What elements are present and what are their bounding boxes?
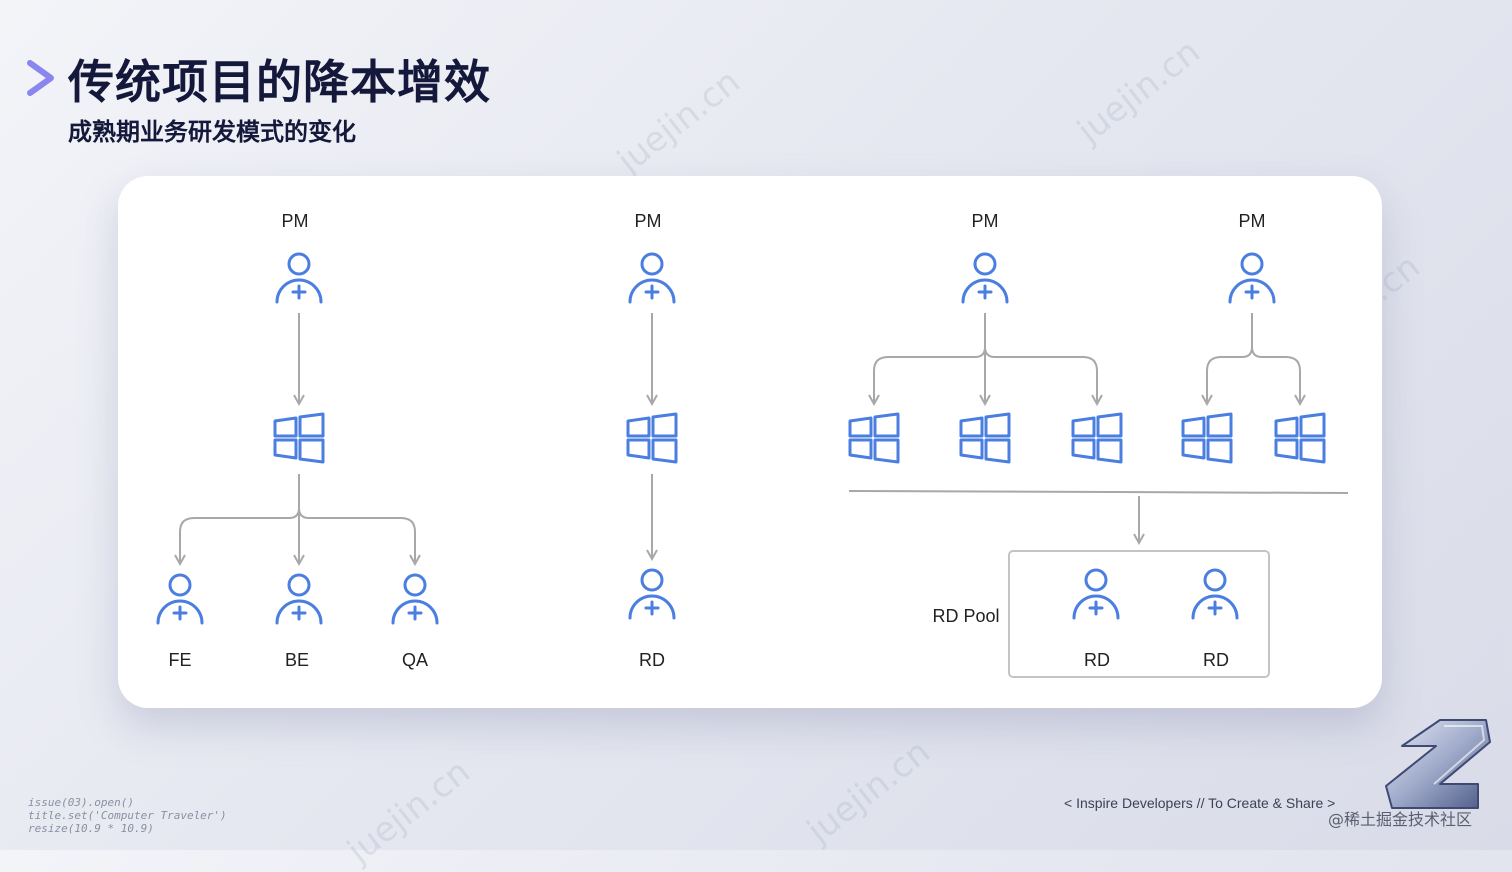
be-person-icon bbox=[275, 573, 323, 625]
pool-rd-label: RD bbox=[1203, 650, 1229, 670]
pool-rd-label: RD bbox=[1084, 650, 1110, 670]
role-label-qa: QA bbox=[402, 650, 428, 670]
role-label-fe: FE bbox=[168, 650, 191, 670]
branch-connector bbox=[874, 313, 1097, 404]
watermark: juejin.cn bbox=[1070, 31, 1208, 152]
branch-connector bbox=[180, 474, 415, 564]
rd-pool-label: RD Pool bbox=[932, 606, 999, 626]
team-windows-icon bbox=[273, 412, 325, 464]
chevron-right-icon bbox=[27, 60, 54, 96]
pm-person-icon bbox=[961, 252, 1009, 304]
watermark: juejin.cn bbox=[610, 61, 748, 182]
pm-label: PM bbox=[1239, 211, 1266, 231]
pool-rd-person-icon bbox=[1072, 568, 1120, 620]
pm-label: PM bbox=[635, 211, 662, 231]
team-windows-icon bbox=[1181, 412, 1233, 464]
team-windows-icon bbox=[1071, 412, 1123, 464]
diagram-card: PM FE BE QA PM RD PM P bbox=[118, 176, 1382, 708]
role-label-be: BE bbox=[285, 650, 309, 670]
page-title: 传统项目的降本增效 bbox=[68, 55, 491, 109]
footer-tagline: < Inspire Developers // To Create & Shar… bbox=[1064, 795, 1336, 811]
pm-person-icon bbox=[1228, 252, 1276, 304]
pool-rd-person-icon bbox=[1191, 568, 1239, 620]
community-watermark: @稀土掘金技术社区 bbox=[1328, 810, 1473, 829]
team-windows-icon bbox=[959, 412, 1011, 464]
code-line: title.set('Computer Traveler') bbox=[28, 809, 227, 822]
rd-label: RD bbox=[639, 650, 665, 670]
watermark: juejin.cn bbox=[340, 751, 478, 872]
watermark: juejin.cn bbox=[800, 731, 938, 852]
pm-label: PM bbox=[282, 211, 309, 231]
code-note: issue(03).open() title.set('Computer Tra… bbox=[28, 796, 227, 835]
qa-person-icon bbox=[391, 573, 439, 625]
page-subtitle: 成熟期业务研发模式的变化 bbox=[68, 118, 356, 146]
code-line: resize(10.9 * 10.9) bbox=[28, 822, 154, 835]
team-windows-icon bbox=[848, 412, 900, 464]
divider-line bbox=[848, 490, 1349, 494]
rd-pool-box bbox=[1008, 550, 1270, 678]
juejin-logo-icon bbox=[1385, 719, 1491, 809]
team-windows-icon bbox=[626, 412, 678, 464]
pm-person-icon bbox=[275, 252, 323, 304]
pm-person-icon bbox=[628, 252, 676, 304]
org-diagram: PM FE BE QA PM RD PM P bbox=[156, 211, 1349, 678]
team-windows-icon bbox=[1274, 412, 1326, 464]
fe-person-icon bbox=[156, 573, 204, 625]
code-line: issue(03).open() bbox=[28, 796, 134, 809]
rd-person-icon bbox=[628, 568, 676, 620]
branch-connector bbox=[1207, 313, 1300, 404]
pm-label: PM bbox=[972, 211, 999, 231]
